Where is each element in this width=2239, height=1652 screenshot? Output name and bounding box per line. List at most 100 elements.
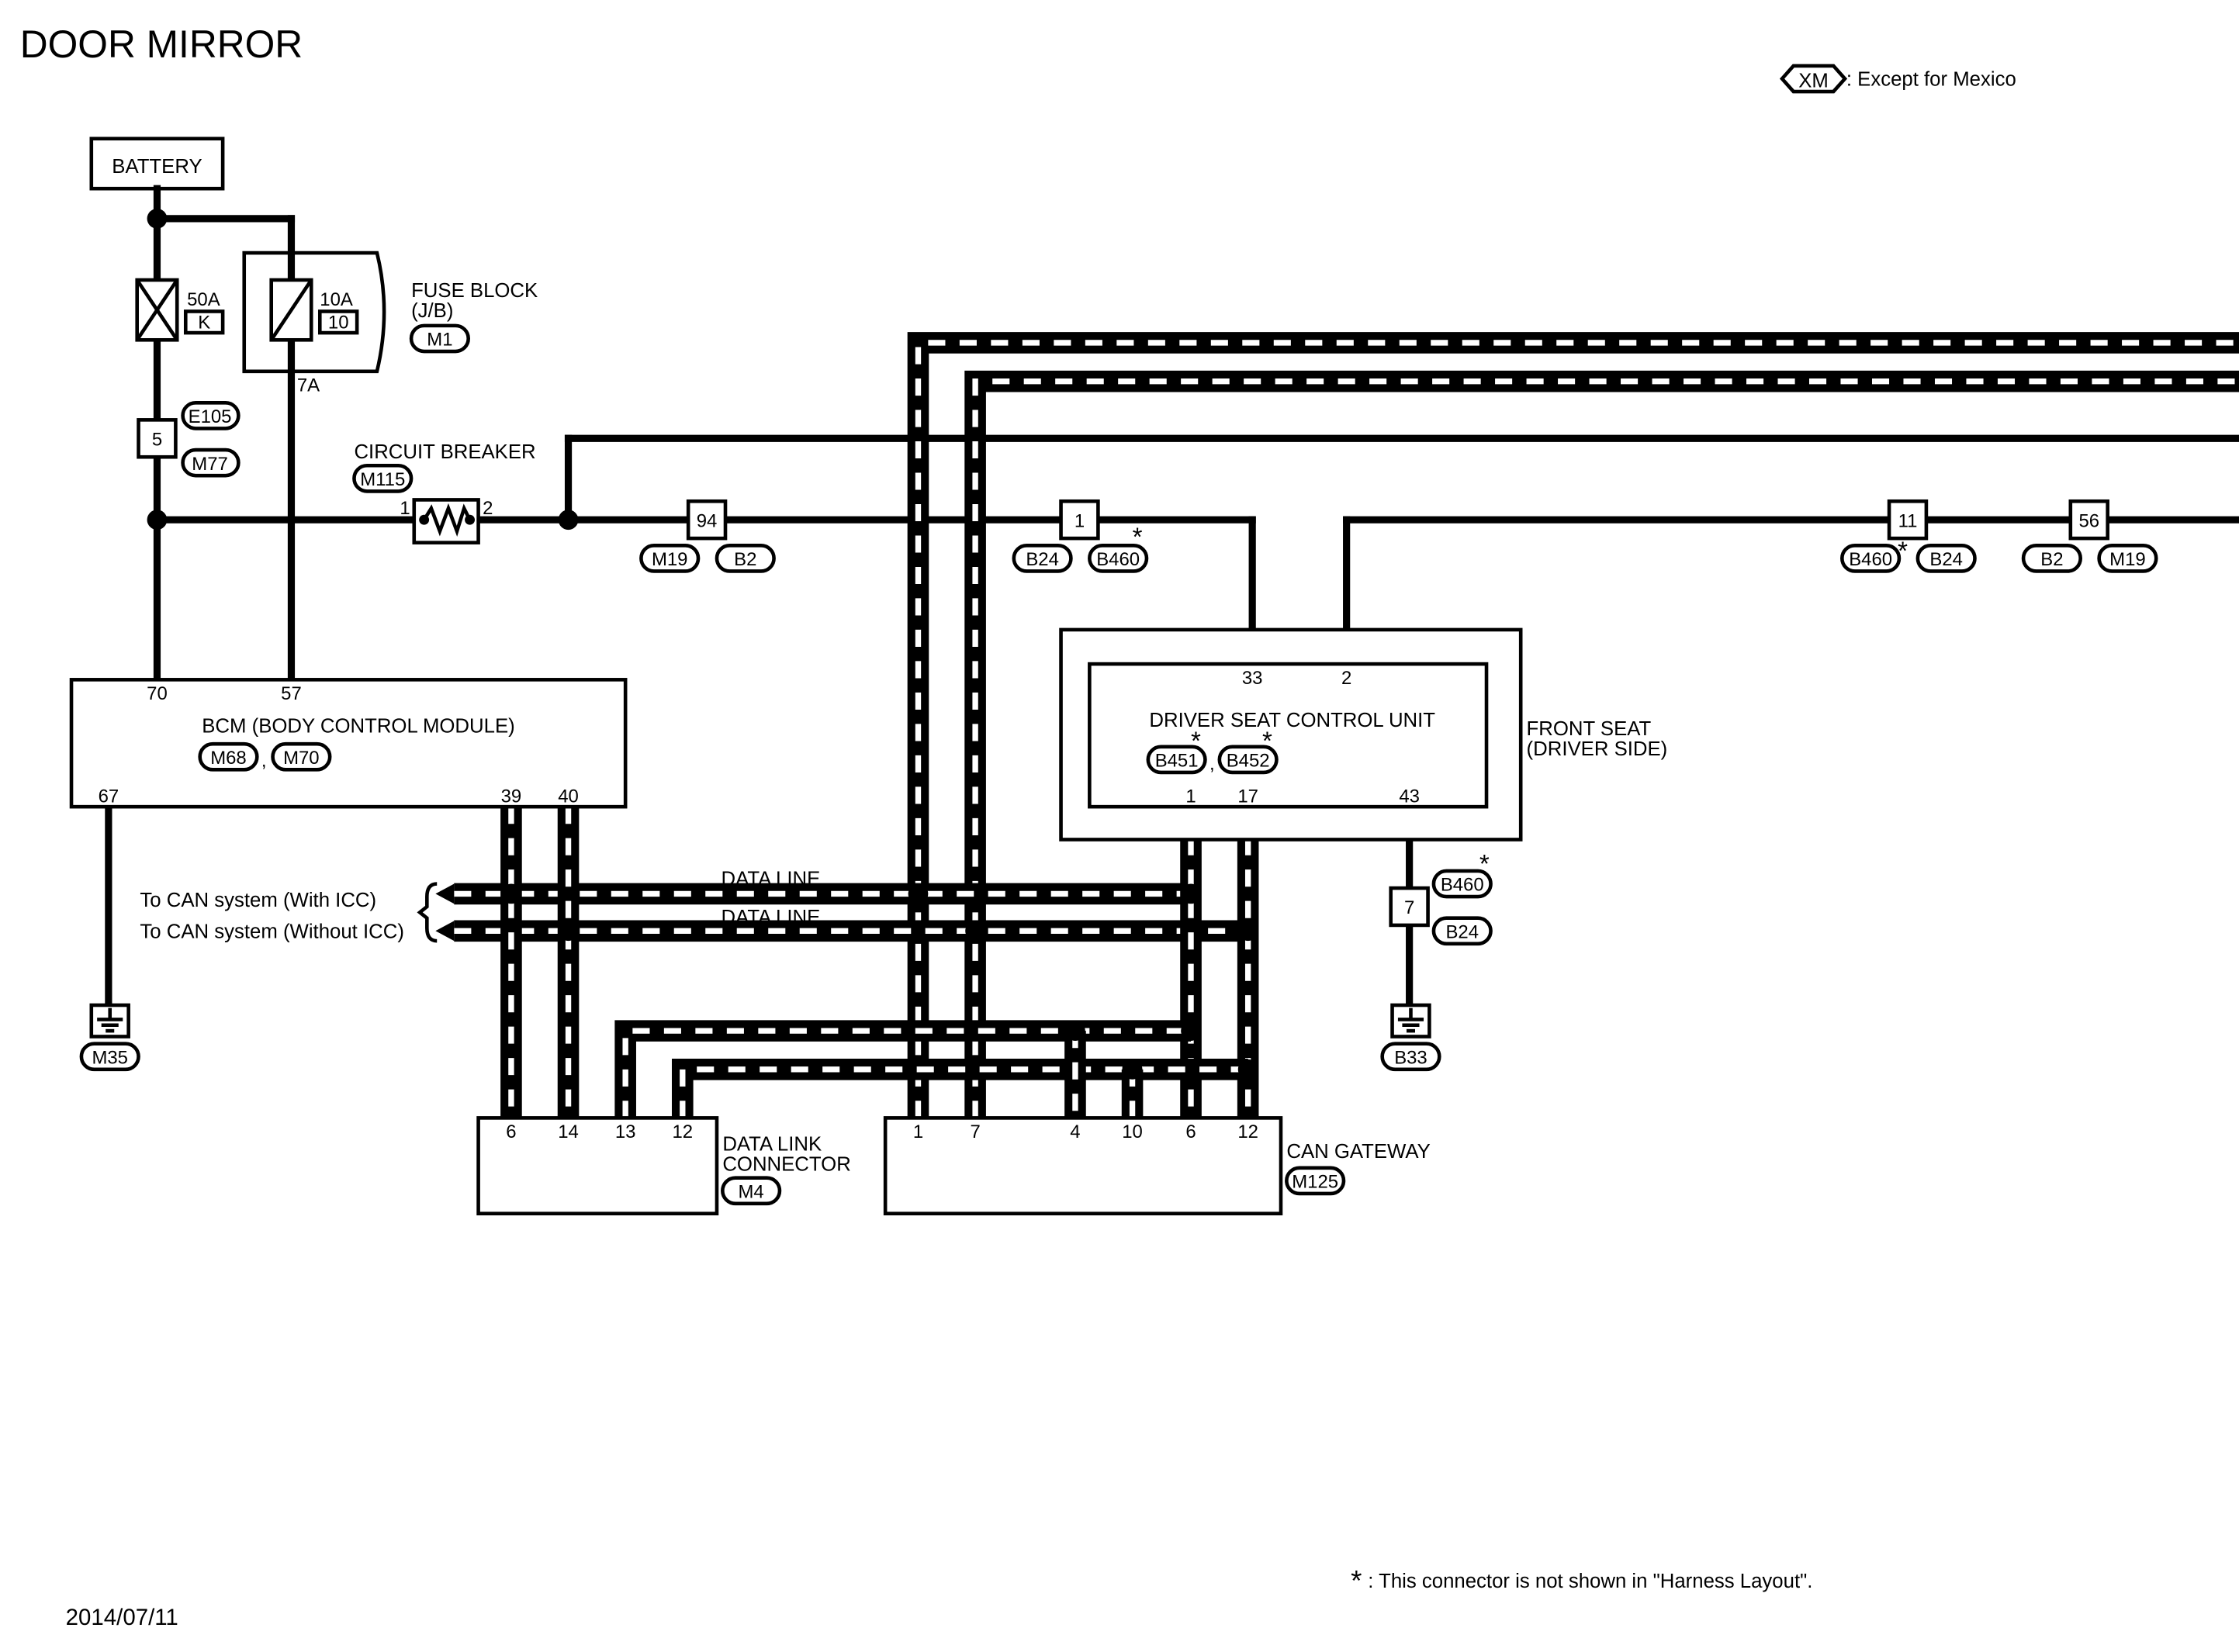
connector-pill [181,448,241,478]
inline-connector-box [1389,886,1430,928]
dlc-pin: 13 [615,1121,636,1142]
front-seat-label: FRONT SEAT [1527,718,1652,740]
data-line-label-2: DATA LINE [721,907,820,928]
inline-94-a: M19 [652,549,688,570]
inline-1-a: B24 [1026,549,1059,570]
joint-connector-box [137,418,178,459]
arrow-left-icon [435,883,455,904]
fuse-block-label: FUSE BLOCK [411,280,538,302]
junction-dot [147,208,168,229]
bcm-label: BCM (BODY CONTROL MODULE) [202,715,514,737]
seat-unit-pin: 17 [1237,786,1258,807]
xm-hexagon-icon [1779,64,1848,94]
power-wires [105,185,2239,1009]
ground-m35-label: M35 [92,1047,128,1068]
bcm-sep: , [261,751,267,772]
ground-icon [1390,1003,1431,1039]
connector-pill [2097,544,2158,573]
dlc-label: DATA LINK [722,1134,822,1156]
data-link-connector-box [476,1116,719,1216]
fuse-out-pin: 7A [297,375,320,396]
diagram-date: 2014/07/11 [66,1605,178,1630]
inline-connector-box [2068,499,2109,541]
inline-56-a: B2 [2040,549,2063,570]
inline-56-b: M19 [2109,549,2146,570]
brace-icon [417,882,438,943]
gateway-pin: 1 [913,1121,923,1142]
circuit-breaker-label: CIRCUIT BREAKER [354,441,535,463]
dlc-sublabel: CONNECTOR [722,1153,850,1175]
ground-icon [89,1003,130,1039]
gateway-pin: 10 [1122,1121,1143,1142]
dlc-pin: 14 [558,1121,579,1142]
can-bus-wires [454,332,2239,1118]
bcm-connector-2: M70 [283,748,320,769]
fuse-block-outline [242,251,386,374]
connector-pill [639,544,701,573]
gateway-pin: 6 [1185,1121,1196,1142]
inline-94-pin: 94 [697,510,718,531]
joint-pin: 5 [152,429,162,450]
connector-pill [715,544,776,573]
inline-connector-box [1059,499,1100,541]
gateway-pin: 12 [1237,1121,1258,1142]
connector-pill [352,463,414,493]
ground-b33-label: B33 [1394,1047,1427,1068]
bcm-pin: 39 [501,786,522,807]
connector-pill [1088,544,1149,573]
connector-pill [1431,869,1493,899]
dlc-pin: 6 [506,1121,516,1142]
inline-1-b: B460 [1096,549,1140,570]
joint-connector-1: E105 [189,406,232,427]
fuse-10a-id: 10 [328,313,349,334]
connector-pill [1285,1166,1346,1196]
seat-unit-connector-2: B452 [1227,751,1270,772]
legend-xm: XM : Except for Mexico [1779,64,2016,94]
connector-pill [721,1176,782,1206]
junction-dot [147,510,168,531]
seat-unit-pin: 1 [1185,786,1196,807]
fuse-50a-rating: 50A [187,289,220,310]
dlc-connector: M4 [739,1181,764,1202]
bcm-box [69,678,628,809]
inline-94-b: B2 [734,549,756,570]
gateway-pin: 4 [1070,1121,1080,1142]
footnote-text: : This connector is not shown in "Harnes… [1368,1571,1812,1592]
xm-tag: XM [1798,71,1829,92]
inline-7-a: B460 [1441,875,1484,896]
inline-connector-box [686,499,728,541]
circuit-breaker-icon [412,498,480,544]
inline-1-pin: 1 [1075,510,1085,531]
xm-legend-text: : Except for Mexico [1846,69,2016,91]
can-without-icc-label: To CAN system (Without ICC) [140,921,404,942]
inline-11-star: * [1898,537,1908,566]
circuit-breaker-connector: M115 [360,469,405,490]
connector-pill [1217,745,1279,775]
connector-pill [181,400,241,430]
inline-7-pin: 7 [1404,897,1414,918]
connector-pill [1380,1042,1441,1072]
inline-11-pin: 11 [1898,510,1918,531]
connector-pill [198,741,259,772]
seat-unit-pin: 2 [1341,668,1351,689]
can-gateway-box [883,1116,1283,1216]
inline-connector-box [1887,499,1929,541]
data-line-label-1: DATA LINE [721,868,820,890]
joint-connector-2: M77 [192,454,228,475]
fuse-50a-id: K [198,313,210,334]
circuit-breaker-pin1: 1 [400,498,410,519]
footnote-star: * [1351,1565,1362,1597]
gateway-pin: 7 [970,1121,980,1142]
inline-11-b: B24 [1929,549,1963,570]
bcm-connector-1: M68 [210,748,247,769]
page-title: DOOR MIRROR [20,22,303,66]
connector-pill [1431,916,1493,946]
seat-unit-pin: 43 [1399,786,1420,807]
seat-unit-connector-1: B451 [1155,751,1199,772]
connector-pill [1840,544,1902,573]
fuse-10a-rating: 10A [320,289,353,310]
inline-11-a: B460 [1849,549,1892,570]
battery-label: BATTERY [112,156,202,178]
seat-unit-label: DRIVER SEAT CONTROL UNIT [1149,710,1435,731]
